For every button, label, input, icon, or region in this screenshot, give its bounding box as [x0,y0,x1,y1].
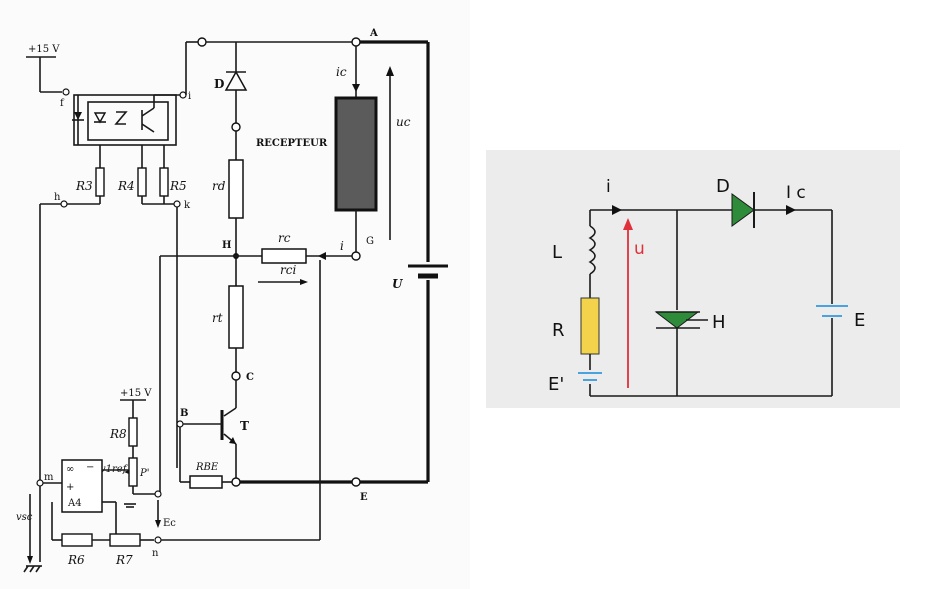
node-E-terminal [351,477,361,487]
resistor-RBE [189,475,223,489]
node-m-label: m [44,472,54,483]
node-C-label: C [246,372,254,383]
supply-left-label: +15 V [28,44,60,55]
current-ic-arrow [352,84,360,92]
right-R-label: R [552,320,565,341]
resistor-rd [228,159,244,219]
diode-D-label: D [214,77,224,91]
supply-mid-label: +15 V [120,388,152,399]
current-ic-arrow-right [786,205,796,215]
left-circuit: +15 V f i R3 R4 R5 [16,28,448,573]
R6-label: R6 [67,553,85,567]
resistor-R8 [128,417,138,447]
node-H-label: H [222,240,231,251]
node-A-terminal [351,37,361,47]
resistor-R6 [61,533,93,547]
transistor-emitter-arrow [229,437,236,444]
voltage-U-label: U [392,277,404,291]
rci-label: rci [280,263,296,277]
voltage-u-arrow-head [623,218,633,230]
vsc-label: vsc [16,512,33,523]
R4-label: R4 [117,179,135,193]
rd-label: rd [212,179,226,193]
right-L-label: L [552,242,562,263]
Ec-arrow [155,520,161,528]
opto-light-icon [114,111,128,125]
R8-label: R8 [109,427,127,441]
opamp-plus-label: + [66,482,74,493]
right-D-label: D [716,176,730,197]
R3-label: R3 [75,179,93,193]
node-n-terminal [154,536,162,544]
rci-arrow [300,279,308,285]
node-E-label: E [360,492,368,503]
node-h-terminal [60,200,68,208]
node-G-label: G [366,236,374,247]
pot-P-label: P' [139,468,149,479]
node-k-terminal [173,200,181,208]
node-f-terminal [62,88,70,96]
node-G-terminal [351,251,361,261]
right-circuit: i L R E' u H D I c [486,150,900,408]
resistor-R3 [95,167,105,197]
rt-label: rt [212,311,223,325]
optocoupler-inner [87,101,169,141]
opto-led-icon [93,112,107,124]
opamp-inf-label: ∞ [66,464,74,475]
node-B-label: B [180,408,188,419]
inductor-L [588,225,596,275]
voltage-uc-arrow [386,66,394,76]
opamp-A4-label: A4 [67,498,82,509]
resistor-R-yellow [580,297,600,355]
resistor-rt [228,285,244,349]
node-f-label: f [60,98,65,109]
node-C-terminal [231,371,241,381]
R7-label: R7 [115,553,133,567]
node-B-terminal [176,420,184,428]
rc-label: rc [278,231,291,245]
current-i-label: i [340,239,344,253]
R5-label: R5 [169,179,187,193]
node-m-terminal [36,479,44,487]
vsc-arrow [27,556,33,564]
node-h-label: h [54,192,61,203]
emitter-terminal [231,477,241,487]
right-panel-bg [486,150,900,408]
resistor-R4 [137,167,147,197]
resistor-rc [261,248,307,264]
diode-D-green-icon [731,193,755,227]
current-ic-label: ic [336,65,347,79]
right-H-label: H [712,312,726,333]
opamp-minus-label: − [86,462,94,473]
current-i-arrow [318,252,326,260]
receiver-block [334,96,378,212]
node-n-label: n [152,548,159,559]
resistor-R5 [159,167,169,197]
potentiometer-P [128,457,138,487]
top-left-terminal [197,37,207,47]
opamp-A4 [61,459,103,513]
voltage-uc-label: uc [396,115,411,129]
node-D-terminal [231,122,241,132]
right-current-i-label: i [606,177,611,197]
RBE-label: RBE [195,462,219,473]
current-i-arrow-right [612,205,622,215]
node-i-terminal [179,91,187,99]
transistor-T-label: T [240,419,249,433]
node-k-label: k [184,200,191,211]
right-Eprime-label: E' [548,374,564,395]
receiver-label: RECEPTEUR [256,138,328,149]
node-A-label: A [369,28,378,39]
resistor-R7 [109,533,141,547]
right-ic-label: I c [786,183,806,203]
node-i-label: i [188,91,191,102]
right-E-label: E [854,310,865,331]
Ec-label: Ec [163,518,176,529]
pot-wiper-icon [124,470,129,474]
right-u-label: u [634,239,645,259]
